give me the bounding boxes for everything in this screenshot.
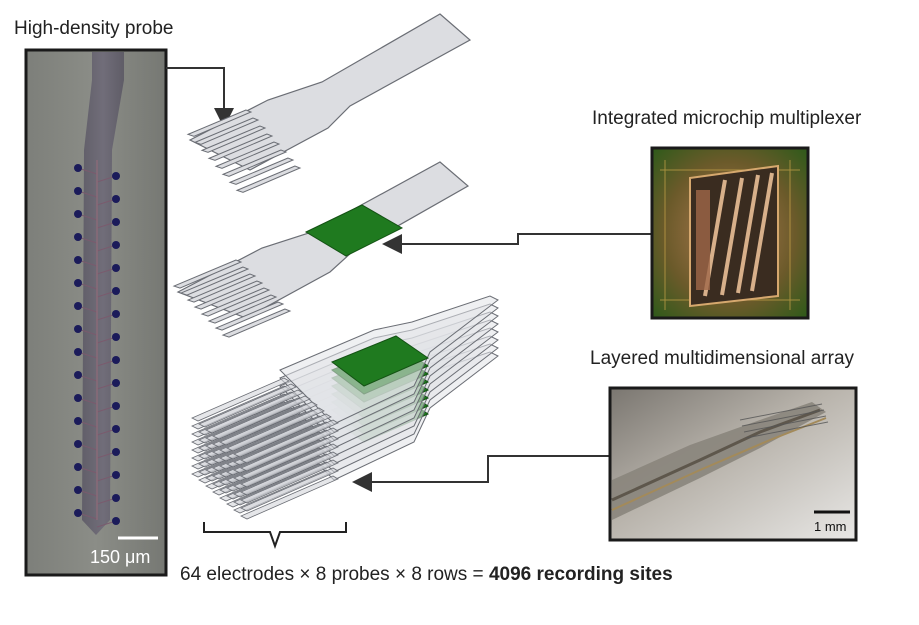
connector-arrow-chip <box>382 233 652 254</box>
electrode-site <box>112 195 120 203</box>
electrode-site <box>112 402 120 410</box>
electrode-site <box>74 164 82 172</box>
layer-shank <box>240 467 339 512</box>
layer-shank <box>233 413 332 458</box>
array-scale-label: 1 mm <box>814 519 847 534</box>
layer-shank <box>198 383 297 428</box>
electrode-site <box>112 517 120 525</box>
probe-shank <box>207 294 278 324</box>
probe-shank <box>228 157 295 185</box>
layer-shank <box>240 435 339 480</box>
electrode-site <box>74 417 82 425</box>
layer-shank <box>240 475 339 520</box>
electrode-site <box>112 218 120 226</box>
probe-shank <box>221 149 288 177</box>
electrode-site <box>112 356 120 364</box>
schematic-stacked-array <box>191 295 499 520</box>
multiplexer-label: Integrated microchip multiplexer <box>592 108 862 129</box>
layer-shank <box>240 443 339 488</box>
array-photo: 1 mm <box>608 386 858 542</box>
probe-shank <box>200 125 267 153</box>
electrode-site <box>74 509 82 517</box>
layer-shank <box>240 427 339 472</box>
layer-shank <box>240 459 339 504</box>
equation-prefix: 64 electrodes × 8 probes × 8 rows = <box>180 564 489 585</box>
electrode-site <box>112 264 120 272</box>
layer-shank <box>219 401 318 446</box>
probe-scale-label: 150 μm <box>90 547 150 567</box>
electrode-site <box>74 348 82 356</box>
electrode-site <box>112 310 120 318</box>
electrode-site <box>112 172 120 180</box>
electrode-site <box>74 279 82 287</box>
probe-label: High-density probe <box>14 18 174 39</box>
electrode-site <box>74 233 82 241</box>
electrode-site <box>112 425 120 433</box>
array-label: Layered multidimensional array <box>590 348 855 369</box>
probe-shank <box>193 117 260 145</box>
electrode-site <box>74 325 82 333</box>
connector-arrow-array <box>352 455 612 492</box>
probe-photo: 150 μm <box>24 48 168 577</box>
layer-chip <box>330 335 430 387</box>
probe-shank <box>214 141 281 169</box>
layer-shank <box>191 377 290 422</box>
probe-shank <box>214 301 285 331</box>
equation-total: 4096 recording sites <box>488 564 673 585</box>
electrode-site <box>74 371 82 379</box>
electrode-site <box>74 210 82 218</box>
probe-shanks <box>186 109 302 193</box>
layer-shank <box>240 451 339 496</box>
electrode-site <box>74 394 82 402</box>
probe-shank <box>200 287 271 317</box>
electrode-site <box>74 302 82 310</box>
layer-shank <box>240 419 339 464</box>
connector-arrow-probe <box>166 67 234 128</box>
array-layer <box>191 295 499 464</box>
layer-shank <box>226 407 325 452</box>
electrode-site <box>74 187 82 195</box>
electrode-sites <box>74 160 120 528</box>
brace <box>203 522 347 549</box>
multiplexer-chip <box>304 204 404 257</box>
electrode-site <box>112 379 120 387</box>
electrode-site <box>112 471 120 479</box>
electrode-site <box>112 333 120 341</box>
electrode-site <box>74 440 82 448</box>
probe-shank <box>193 280 264 310</box>
probe-shank <box>235 165 302 193</box>
probe-shank <box>179 266 250 296</box>
probe-shank <box>221 308 292 338</box>
probe-shank <box>186 273 257 303</box>
electrode-site <box>74 256 82 264</box>
electrode-site <box>112 494 120 502</box>
probe-shank <box>172 259 243 289</box>
electrode-site <box>112 287 120 295</box>
electrode-site <box>112 448 120 456</box>
electrode-site <box>74 463 82 471</box>
probe-shank <box>186 109 253 137</box>
layer-shank <box>212 395 311 440</box>
probe-shanks-2 <box>172 259 292 338</box>
electrode-site <box>74 486 82 494</box>
probe-shank <box>207 133 274 161</box>
schematic-probe-with-chip <box>172 161 470 338</box>
electrode-site <box>112 241 120 249</box>
chip-photo <box>650 146 810 320</box>
equation-text: 64 electrodes × 8 probes × 8 rows = 4096… <box>180 564 673 586</box>
layer-shank <box>205 389 304 434</box>
schematic-single-probe <box>186 13 472 193</box>
